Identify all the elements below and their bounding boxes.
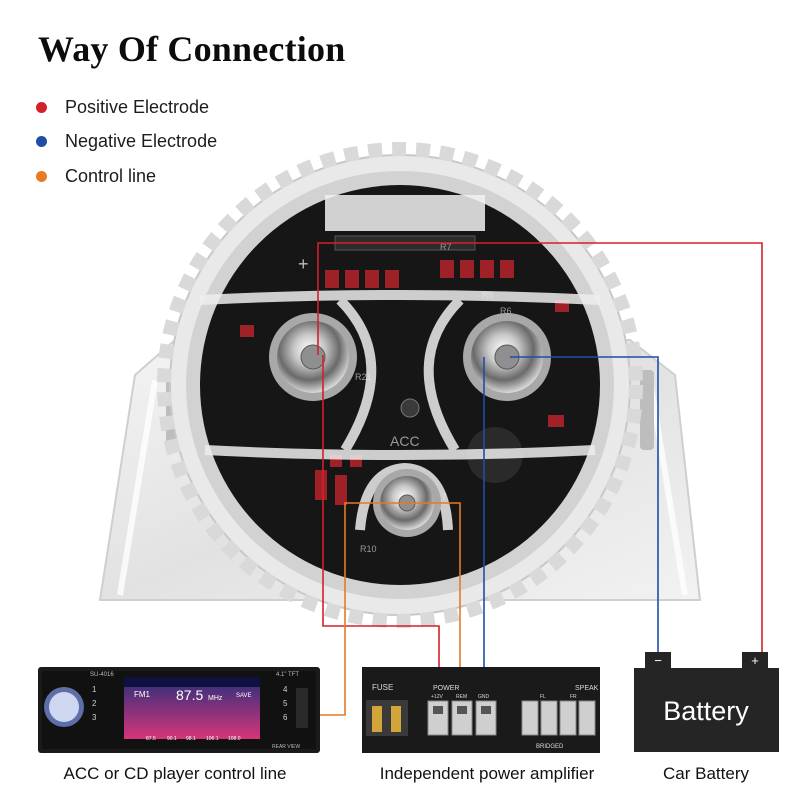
clear-cover [199, 290, 601, 531]
battery-label: Battery [663, 696, 749, 726]
amp-speaker-label: SPEAK [575, 685, 599, 692]
negative-terminal [463, 313, 551, 401]
legend-label: Positive Electrode [65, 96, 210, 117]
control-wire-to-amp [407, 502, 461, 668]
legend: Positive Electrode Negative Electrode Co… [36, 90, 217, 194]
positive-terminal [269, 313, 357, 401]
head-unit-size: 4.1" TFT [276, 672, 299, 678]
head-unit: 1 2 3 4 5 6 SU-4016 4.1" TFT FM1 87.5 MH… [38, 667, 320, 753]
legend-label: Negative Electrode [65, 131, 218, 152]
board-label: R10 [360, 544, 377, 554]
screen-band: FM1 [134, 690, 151, 699]
amp-power-label: POWER [433, 685, 459, 692]
amp-speaker-sub: FR [570, 694, 577, 700]
screen-preset: 87.5 [146, 736, 156, 742]
screen-preset: 90.1 [167, 736, 177, 742]
head-unit-screen [124, 677, 260, 739]
screen-freq-unit: MHz [208, 695, 223, 702]
negative-wires [483, 356, 659, 668]
amp-fuse-label: FUSE [372, 683, 393, 692]
positive-wire-to-amp [322, 355, 440, 668]
screen-frequency: 87.5 [176, 687, 203, 703]
battery-plus-sign: + [751, 653, 759, 668]
battery-minus-sign: − [654, 653, 662, 668]
battery: − + Battery [634, 652, 779, 752]
head-unit-caption: ACC or CD player control line [63, 764, 287, 783]
screen-save: SAVE [236, 693, 252, 699]
board-label: R7 [440, 242, 452, 252]
amp-terminal-label: REM [456, 694, 467, 700]
amp-terminal-label: +12V [431, 694, 443, 700]
head-unit-button: 6 [283, 713, 288, 722]
battery-caption: Car Battery [663, 764, 749, 783]
board-label: R21 [355, 372, 372, 382]
legend-item-positive: Positive Electrode [36, 90, 217, 125]
legend-item-negative: Negative Electrode [36, 125, 217, 160]
blue-dot-icon [36, 136, 47, 148]
orange-dot-icon [36, 170, 47, 182]
head-unit-button: 1 [92, 685, 97, 694]
positive-wire-to-battery [317, 242, 763, 652]
head-unit-model: SU-4016 [90, 672, 114, 678]
amplifier-caption: Independent power amplifier [379, 764, 595, 783]
head-unit-button: 2 [92, 699, 97, 708]
head-unit-rear: REAR VIEW [272, 744, 300, 750]
red-dot-icon [36, 101, 47, 113]
screen-preset: 98.1 [186, 736, 196, 742]
amplifier: FUSE POWER +12V REM GND SPEAK FL FR BRID… [362, 667, 600, 753]
battery-positive-terminal [742, 652, 768, 668]
diagram-title: Way Of Connection [38, 29, 346, 69]
plus-mark: + [298, 254, 309, 274]
head-unit-button: 4 [283, 685, 288, 694]
head-unit-button: 5 [283, 699, 288, 708]
screen-preset: 106.1 [206, 736, 219, 742]
battery-negative-terminal [645, 652, 671, 668]
legend-item-control: Control line [36, 159, 217, 194]
screen-preset: 108.0 [228, 736, 241, 742]
board-label: R6 [500, 306, 512, 316]
amp-speaker-sub: FL [540, 694, 546, 700]
board-label-acc: ACC [390, 433, 420, 449]
legend-label: Control line [65, 165, 157, 186]
amp-terminal-label: GND [478, 694, 490, 700]
amp-bridged-label: BRIDGED [536, 744, 564, 750]
positive-wires [317, 242, 763, 668]
head-unit-button: 3 [92, 713, 97, 722]
battery-body [634, 668, 779, 752]
negative-wire-to-battery [510, 356, 659, 652]
circuit-board: ACC R5 R6 R7 R21 R17 R10 + [200, 185, 600, 585]
